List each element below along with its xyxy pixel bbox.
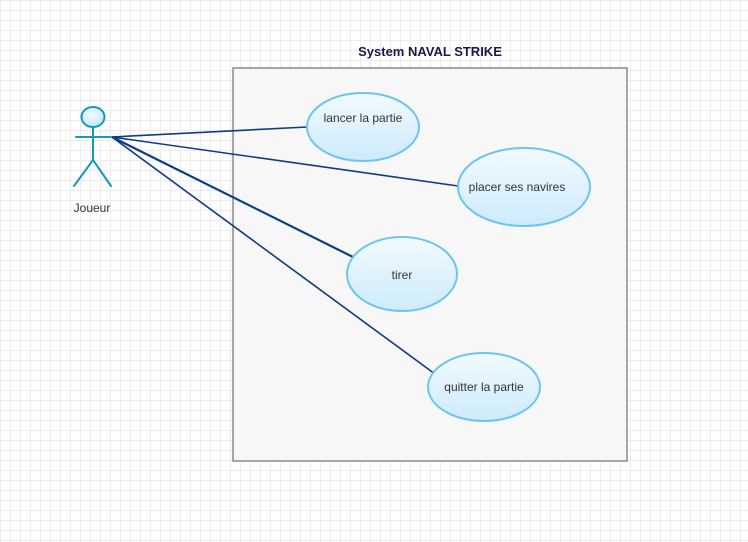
use-case-placer-ses-navires[interactable]: placer ses navires (457, 147, 591, 227)
use-case-shape (346, 236, 458, 312)
use-case-shape (306, 92, 420, 162)
system-title: System NAVAL STRIKE (358, 44, 502, 59)
actor-joueur[interactable]: Joueur (73, 106, 112, 215)
use-case-label: placer ses navires (469, 180, 566, 194)
use-case-lancer-la-partie[interactable]: lancer la partie (306, 92, 420, 162)
use-case-label: tirer (392, 268, 413, 282)
use-case-label: quitter la partie (444, 380, 524, 394)
actor-stick-figure-icon (73, 106, 112, 187)
use-case-quitter-la-partie[interactable]: quitter la partie (427, 352, 541, 422)
use-case-shape (457, 147, 591, 227)
actor-name: Joueur (74, 201, 111, 215)
association-lancer-la-partie[interactable] (111, 126, 308, 138)
association-quitter-la-partie[interactable] (111, 136, 436, 375)
use-case-tirer[interactable]: tirer (346, 236, 458, 312)
associations (111, 126, 459, 375)
use-case-shape (427, 352, 541, 422)
association-tirer[interactable] (111, 136, 354, 258)
association-placer-ses-navires[interactable] (111, 136, 459, 187)
use-case-label: lancer la partie (324, 111, 403, 125)
